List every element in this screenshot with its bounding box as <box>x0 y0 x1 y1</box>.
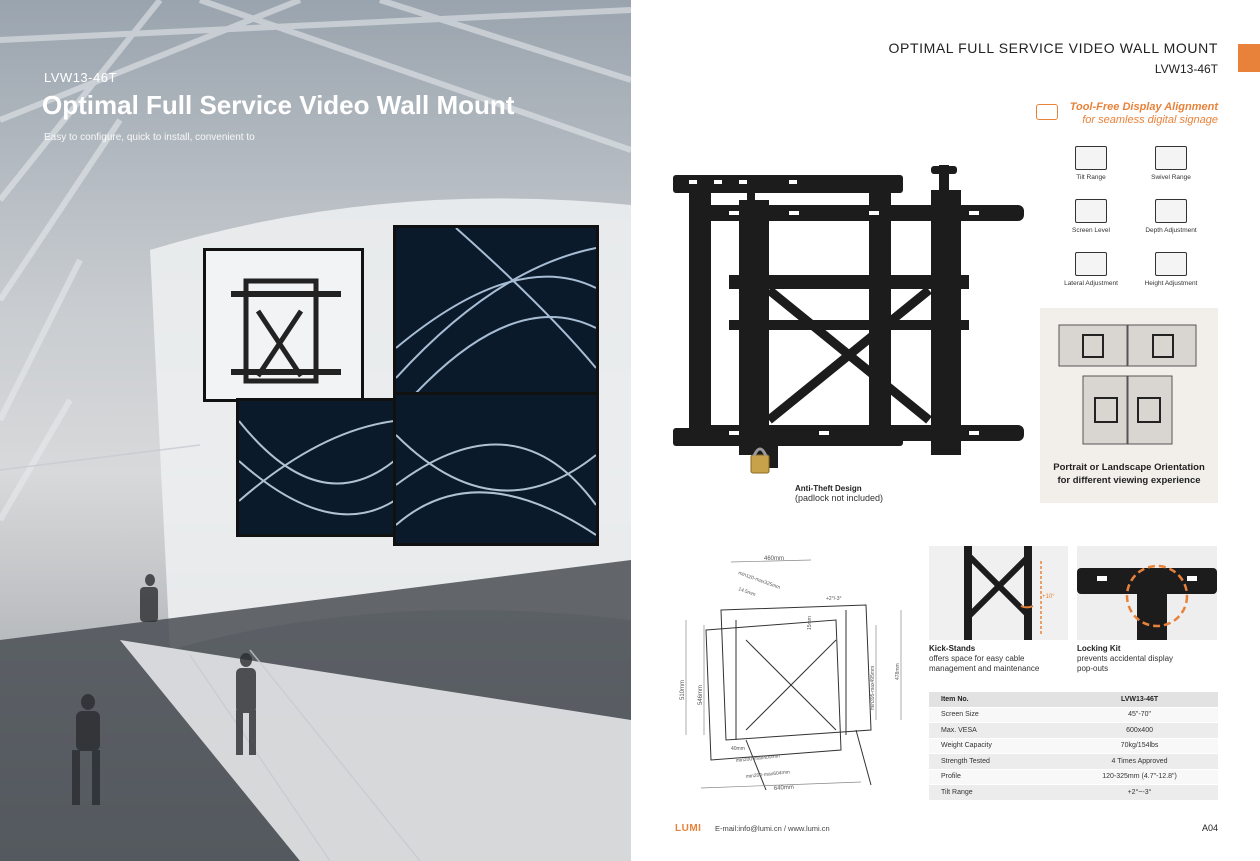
spec-page: OPTIMAL FULL SERVICE VIDEO WALL MOUNT LV… <box>631 0 1260 861</box>
depth-icon <box>1155 199 1187 223</box>
wall-mount-thumbnail <box>231 278 341 384</box>
anti-theft-title: Anti-Theft Design <box>795 484 862 493</box>
dim-b1: 40mm <box>731 746 745 752</box>
tilt-icon <box>1075 146 1107 170</box>
table-cell-label: Max. VESA <box>929 722 1062 739</box>
table-row: Strength Tested 4 Times Approved <box>929 753 1218 770</box>
table-row: Profile 120-325mm (4.7"-12.8") <box>929 769 1218 785</box>
table-cell-label: Tilt Range <box>929 784 1062 801</box>
dim-left-outer: 510mm <box>680 680 686 700</box>
page-edge-tab <box>1238 44 1260 72</box>
orientation-line1: Portrait or Landscape Orientation <box>1053 462 1205 473</box>
locking-kit-image <box>1077 546 1217 640</box>
tool-free-title: Tool-Free Display Alignment <box>1069 101 1218 113</box>
video-wall-screen-top-right <box>393 225 599 396</box>
table-cell-label: Strength Tested <box>929 753 1062 770</box>
page-number: A04 <box>1201 823 1218 833</box>
table-cell-value: 120-325mm (4.7"-12.8") <box>1061 769 1218 785</box>
video-wall-screen-bottom-left <box>236 398 397 537</box>
locking-kit-line2: pop-outs <box>1077 664 1109 673</box>
table-row: Max. VESA 600x400 <box>929 722 1218 739</box>
lateral-icon <box>1075 252 1107 276</box>
table-row: Weight Capacity 70kg/154lbs <box>929 738 1218 754</box>
orientation-panel: Portrait or Landscape Orientation for di… <box>1040 308 1218 503</box>
table-cell-value: 70kg/154lbs <box>1061 738 1218 754</box>
height-icon <box>1155 252 1187 276</box>
feature-tilt: Tilt Range <box>1056 146 1126 181</box>
dim-b4: 640mm <box>774 785 794 792</box>
brand-logo: LUMI <box>675 823 702 834</box>
dim-b3: min200-max604mm <box>746 769 791 780</box>
kick-stands-line2: management and maintenance <box>929 664 1040 673</box>
orientation-line2: for different viewing experience <box>1057 475 1201 486</box>
dim-top: 460mm <box>764 556 784 562</box>
anti-theft-note: (padlock not included) <box>795 493 884 503</box>
feature-swivel: Swivel Range <box>1136 146 1206 181</box>
table-cell-value: 600x400 <box>1061 722 1218 739</box>
swivel-icon <box>1155 146 1187 170</box>
table-cell-value: +2°~-3° <box>1061 784 1218 801</box>
dim-left-inner: 546mm <box>698 685 704 705</box>
feature-depth: Depth Adjustment <box>1136 199 1206 234</box>
dim-d2: 14.5mm <box>737 586 756 598</box>
hero-title: Optimal Full Service Video Wall Mount <box>42 90 515 120</box>
kick-stands-image: +10° <box>929 546 1068 640</box>
kick-stands-title: Kick-Stands <box>929 644 976 653</box>
locking-kit-line1: prevents accidental display <box>1077 654 1174 663</box>
dim-right-v: min395-max495mm <box>870 666 876 710</box>
orientation-diagram <box>1058 324 1197 445</box>
empty-mount-frame <box>203 248 364 402</box>
table-cell-value: 4 Times Approved <box>1061 753 1218 770</box>
kick-stands-line1: offers space for easy cable <box>929 654 1025 663</box>
locking-kit-title: Locking Kit <box>1077 644 1121 653</box>
spec-table: Item No. LVW13-46T Screen Size 45"-70" M… <box>929 692 1218 801</box>
page-model-number: LVW13-46T <box>1154 62 1218 76</box>
video-wall-screen-bottom-right <box>393 392 599 546</box>
dim-tilt: +2°/-3° <box>826 596 842 602</box>
dimension-drawing: 460mm min120-max325mm 14.5mm 15mm +2°/-3… <box>680 556 902 792</box>
feature-lateral: Lateral Adjustment <box>1056 252 1126 287</box>
table-row: Tilt Range +2°~-3° <box>929 784 1218 801</box>
dim-right-outer: 478mm <box>895 663 901 680</box>
table-cell-label: Weight Capacity <box>929 738 1062 754</box>
table-header-cell: Item No. <box>929 692 1062 708</box>
table-header-row: Item No. LVW13-46T <box>929 692 1218 708</box>
feature-height: Height Adjustment <box>1136 252 1206 287</box>
page-title: OPTIMAL FULL SERVICE VIDEO WALL MOUNT <box>888 40 1218 56</box>
dim-d3: 15mm <box>807 616 813 630</box>
tool-free-subtitle: for seamless digital signage <box>1082 114 1218 126</box>
screen-level-icon <box>1075 199 1107 223</box>
dim-b2: min200-max400mm <box>736 753 781 764</box>
table-row: Screen Size 45"-70" <box>929 707 1218 723</box>
table-cell-value: 45"-70" <box>1061 707 1218 723</box>
kick-stand-angle: +10° <box>1042 594 1055 600</box>
table-cell-label: Screen Size <box>929 707 1062 723</box>
table-cell-label: Profile <box>929 769 1062 785</box>
hero-model-number: LVW13-46T <box>44 70 117 85</box>
alignment-icon <box>1036 104 1058 120</box>
hero-subtitle: Easy to configure, quick to install, con… <box>44 132 255 143</box>
table-header-cell: LVW13-46T <box>1061 692 1218 708</box>
feature-screen-level: Screen Level <box>1056 199 1126 234</box>
mount-product-image <box>673 165 1024 474</box>
hero-photo-panel: LVW13-46T Optimal Full Service Video Wal… <box>0 0 631 861</box>
footer-contact: E-mail:info@lumi.cn / www.lumi.cn <box>715 824 830 833</box>
